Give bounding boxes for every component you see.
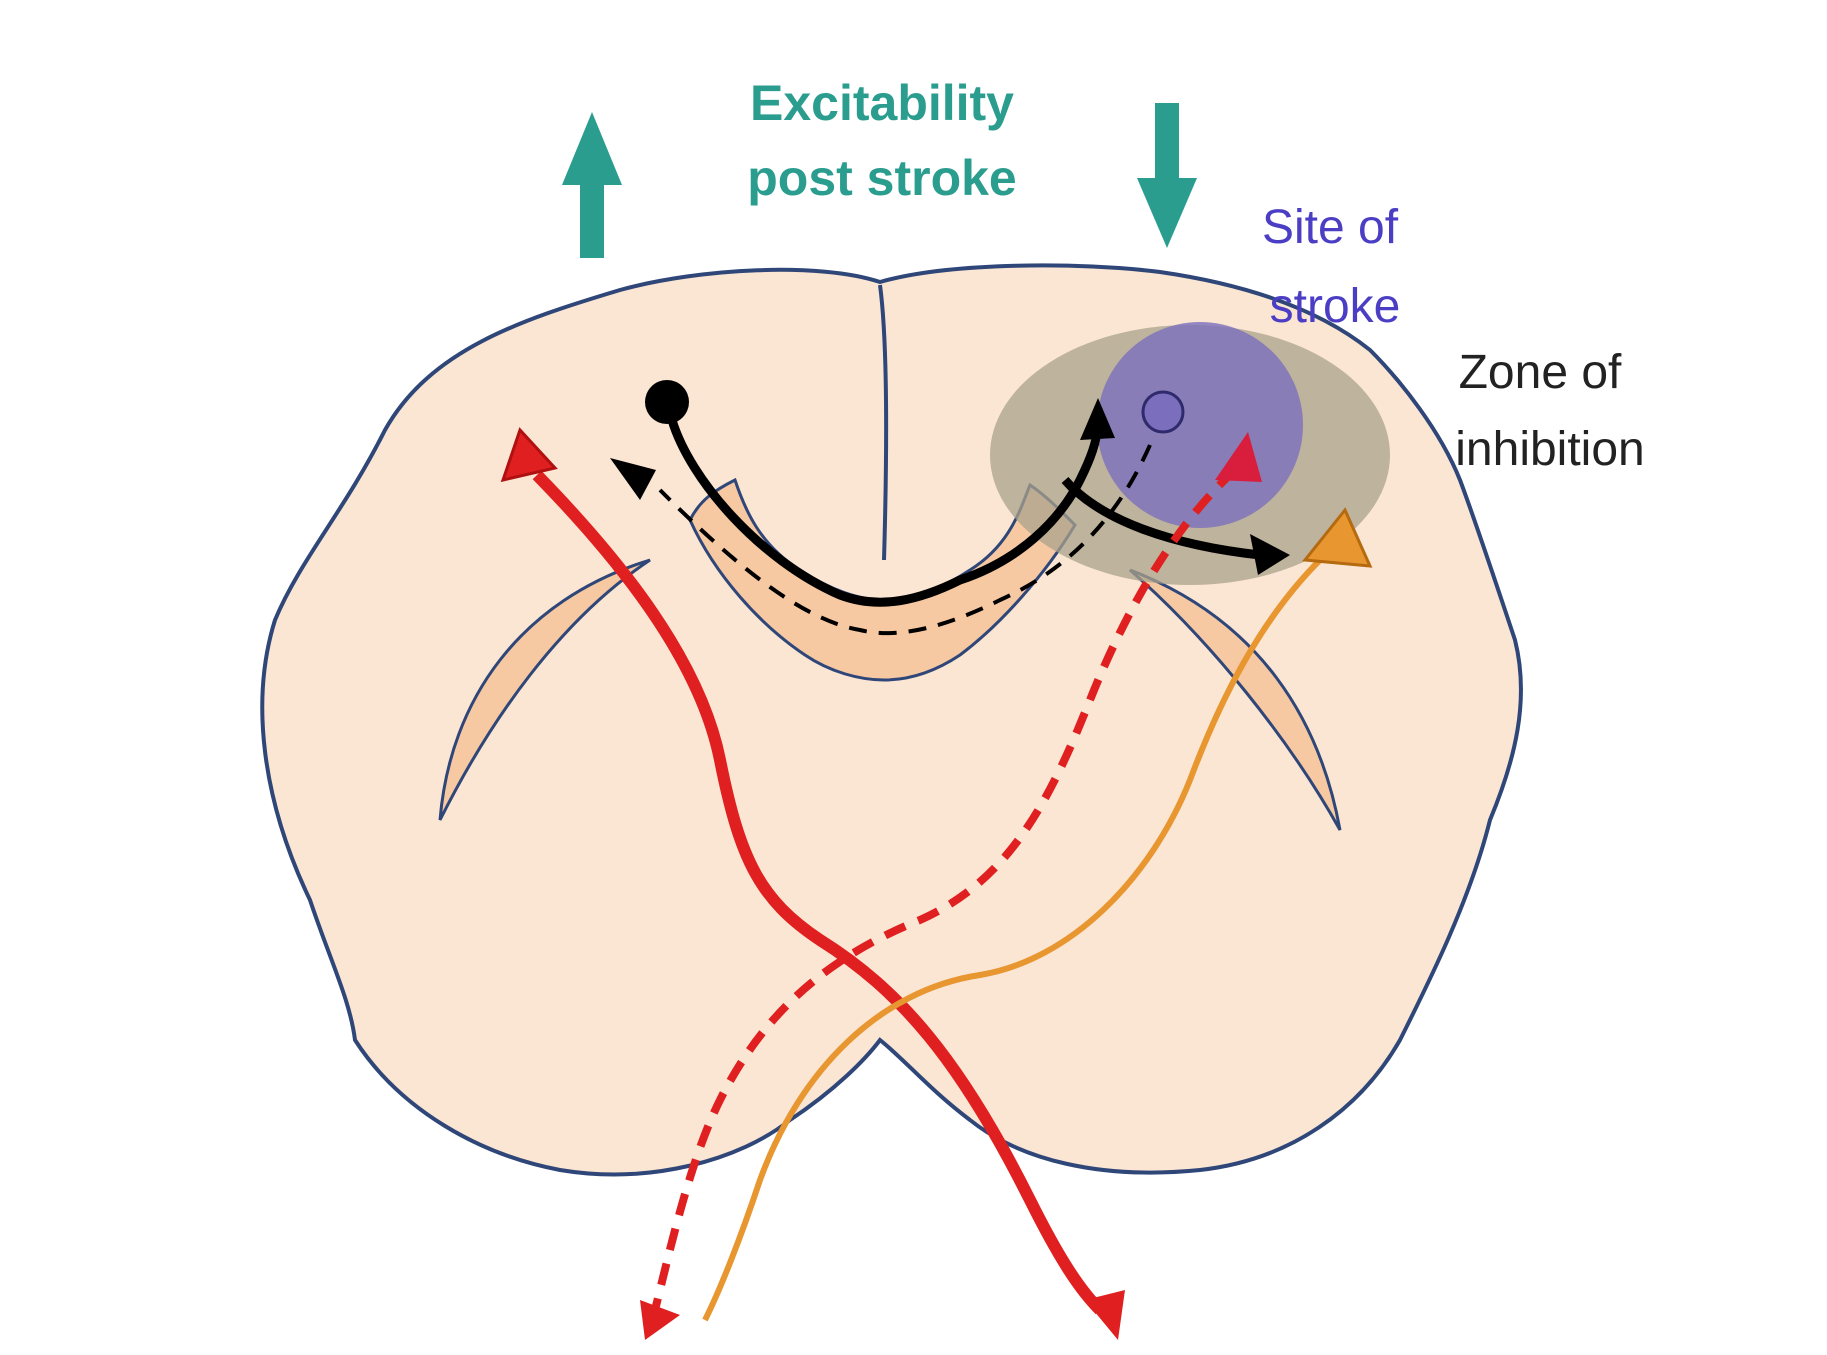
- red-top-arrowhead-icon: [500, 427, 558, 483]
- excitability-label-line1: Excitability: [750, 75, 1014, 131]
- stroke-site: [1097, 322, 1303, 528]
- excitability-up-arrow-icon: [562, 112, 622, 258]
- red-bottom-arrowhead-icon: [1085, 1290, 1125, 1340]
- zone-of-inhibition-label-line1: Zone of: [1459, 346, 1622, 399]
- orange-arrowhead-icon: [1302, 507, 1373, 568]
- site-of-stroke-label-line1: Site of: [1262, 201, 1399, 254]
- zone-of-inhibition-label-line2: inhibition: [1455, 423, 1644, 476]
- lateral-branch: [1061, 477, 1261, 560]
- lateral-arrowhead-icon: [1250, 534, 1290, 575]
- midline-fissure: [878, 284, 889, 561]
- red-dashed-path: [651, 467, 1238, 1311]
- orange-path: [702, 557, 1323, 1322]
- red-dashed-top-arrowhead-icon: [1215, 432, 1262, 482]
- red-dashed-bottom-arrowhead-icon: [640, 1300, 680, 1340]
- site-of-stroke-label-line2: stroke: [1270, 280, 1401, 333]
- dashed-return-projection: [658, 444, 1152, 636]
- transcallosal-projection: [667, 415, 1102, 607]
- upper-right-arrowhead-icon: [1080, 398, 1115, 440]
- dashed-arrowhead-icon: [610, 458, 656, 500]
- stroke-site-neuron: [1141, 390, 1185, 434]
- left-ventricle-arc: [438, 558, 651, 821]
- red-corticospinal-path: [532, 470, 1105, 1315]
- excitability-down-arrow-icon: [1137, 103, 1197, 248]
- excitability-label-line2: post stroke: [747, 150, 1017, 206]
- left-neuron-soma: [645, 380, 689, 424]
